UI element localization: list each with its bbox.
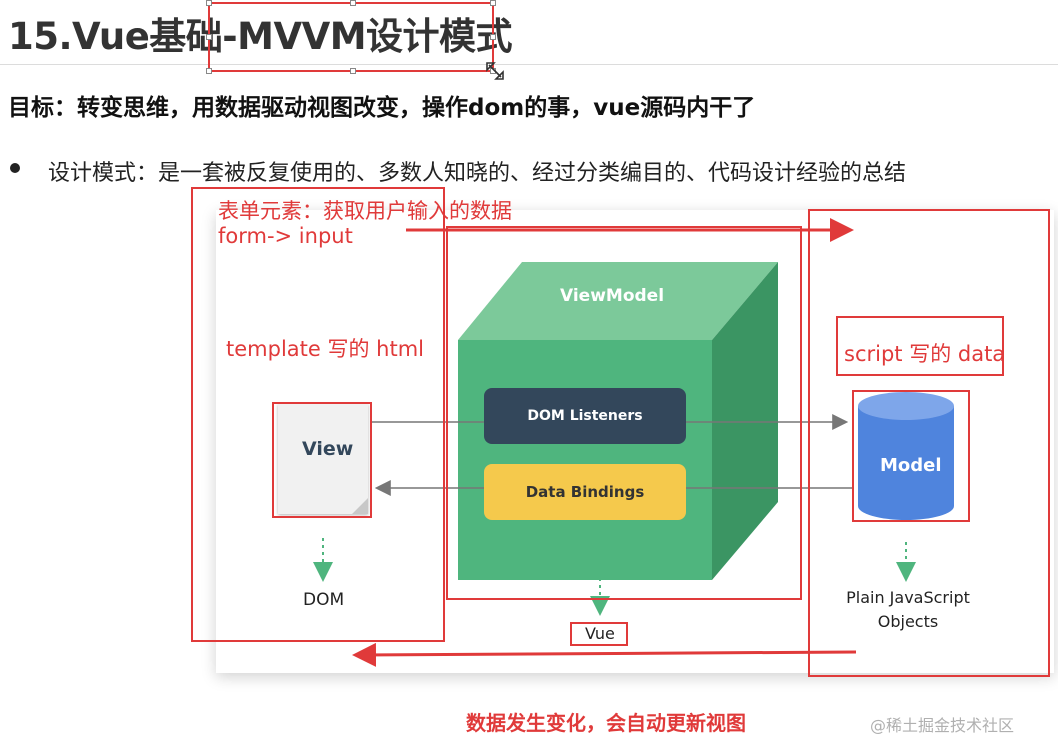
cube-front-face bbox=[458, 340, 712, 580]
annotation-template: template 写的 html bbox=[226, 337, 424, 361]
dom-label: DOM bbox=[303, 590, 345, 610]
model-cylinder-top bbox=[858, 392, 954, 420]
annotation-box-view bbox=[272, 402, 372, 518]
data-bindings-box: Data Bindings bbox=[484, 464, 686, 520]
resize-handle[interactable] bbox=[206, 34, 212, 40]
annotation-box-vue bbox=[570, 622, 628, 646]
plain-js-objects-label: Plain JavaScript Objects bbox=[846, 586, 970, 634]
dom-listeners-box: DOM Listeners bbox=[484, 388, 686, 444]
model-label: Model bbox=[880, 455, 942, 476]
resize-handle[interactable] bbox=[350, 68, 356, 74]
page-fold-icon bbox=[352, 498, 368, 514]
model-cylinder bbox=[858, 406, 954, 520]
resize-handle[interactable] bbox=[490, 34, 496, 40]
watermark: @稀土掘金技术社区 bbox=[870, 716, 1015, 735]
viewmodel-label: ViewModel bbox=[560, 286, 665, 306]
cube-top-face bbox=[458, 262, 778, 340]
goal-heading: 目标：转变思维，用数据驱动视图改变，操作dom的事，vue源码内干了 bbox=[8, 95, 756, 121]
annotation-form-line2: form-> input bbox=[218, 224, 353, 248]
bullet-text: 设计模式：是一套被反复使用的、多数人知晓的、经过分类编目的、代码设计经验的总结 bbox=[48, 161, 907, 186]
red-arrow-left bbox=[352, 642, 857, 667]
annotation-box-view-side bbox=[191, 187, 445, 642]
resize-handle[interactable] bbox=[350, 0, 356, 6]
bullet-point bbox=[10, 163, 20, 173]
plain-js-line2: Objects bbox=[877, 612, 939, 631]
view-document bbox=[278, 404, 368, 514]
resize-handle[interactable] bbox=[206, 0, 212, 6]
annotation-script: script 写的 data bbox=[844, 342, 1006, 366]
plain-js-line1: Plain JavaScript bbox=[846, 588, 970, 607]
resize-handle[interactable] bbox=[206, 68, 212, 74]
cube-side-face bbox=[712, 262, 778, 580]
page-title: 15.Vue基础-MVVM设计模式 bbox=[8, 15, 513, 58]
title-divider bbox=[0, 64, 1058, 65]
annotation-box-model-side bbox=[808, 209, 1050, 677]
view-label: View bbox=[302, 438, 354, 460]
vue-label: Vue bbox=[585, 624, 615, 643]
resize-handle[interactable] bbox=[490, 0, 496, 6]
selection-box[interactable] bbox=[206, 0, 496, 74]
resize-cursor-icon bbox=[486, 62, 504, 80]
annotation-box-model bbox=[852, 390, 970, 522]
bottom-note: 数据发生变化，会自动更新视图 bbox=[466, 711, 746, 735]
annotation-box-script bbox=[836, 316, 1004, 376]
annotation-form-line1: 表单元素：获取用户输入的数据 bbox=[218, 199, 512, 223]
annotation-box-viewmodel bbox=[446, 226, 802, 600]
